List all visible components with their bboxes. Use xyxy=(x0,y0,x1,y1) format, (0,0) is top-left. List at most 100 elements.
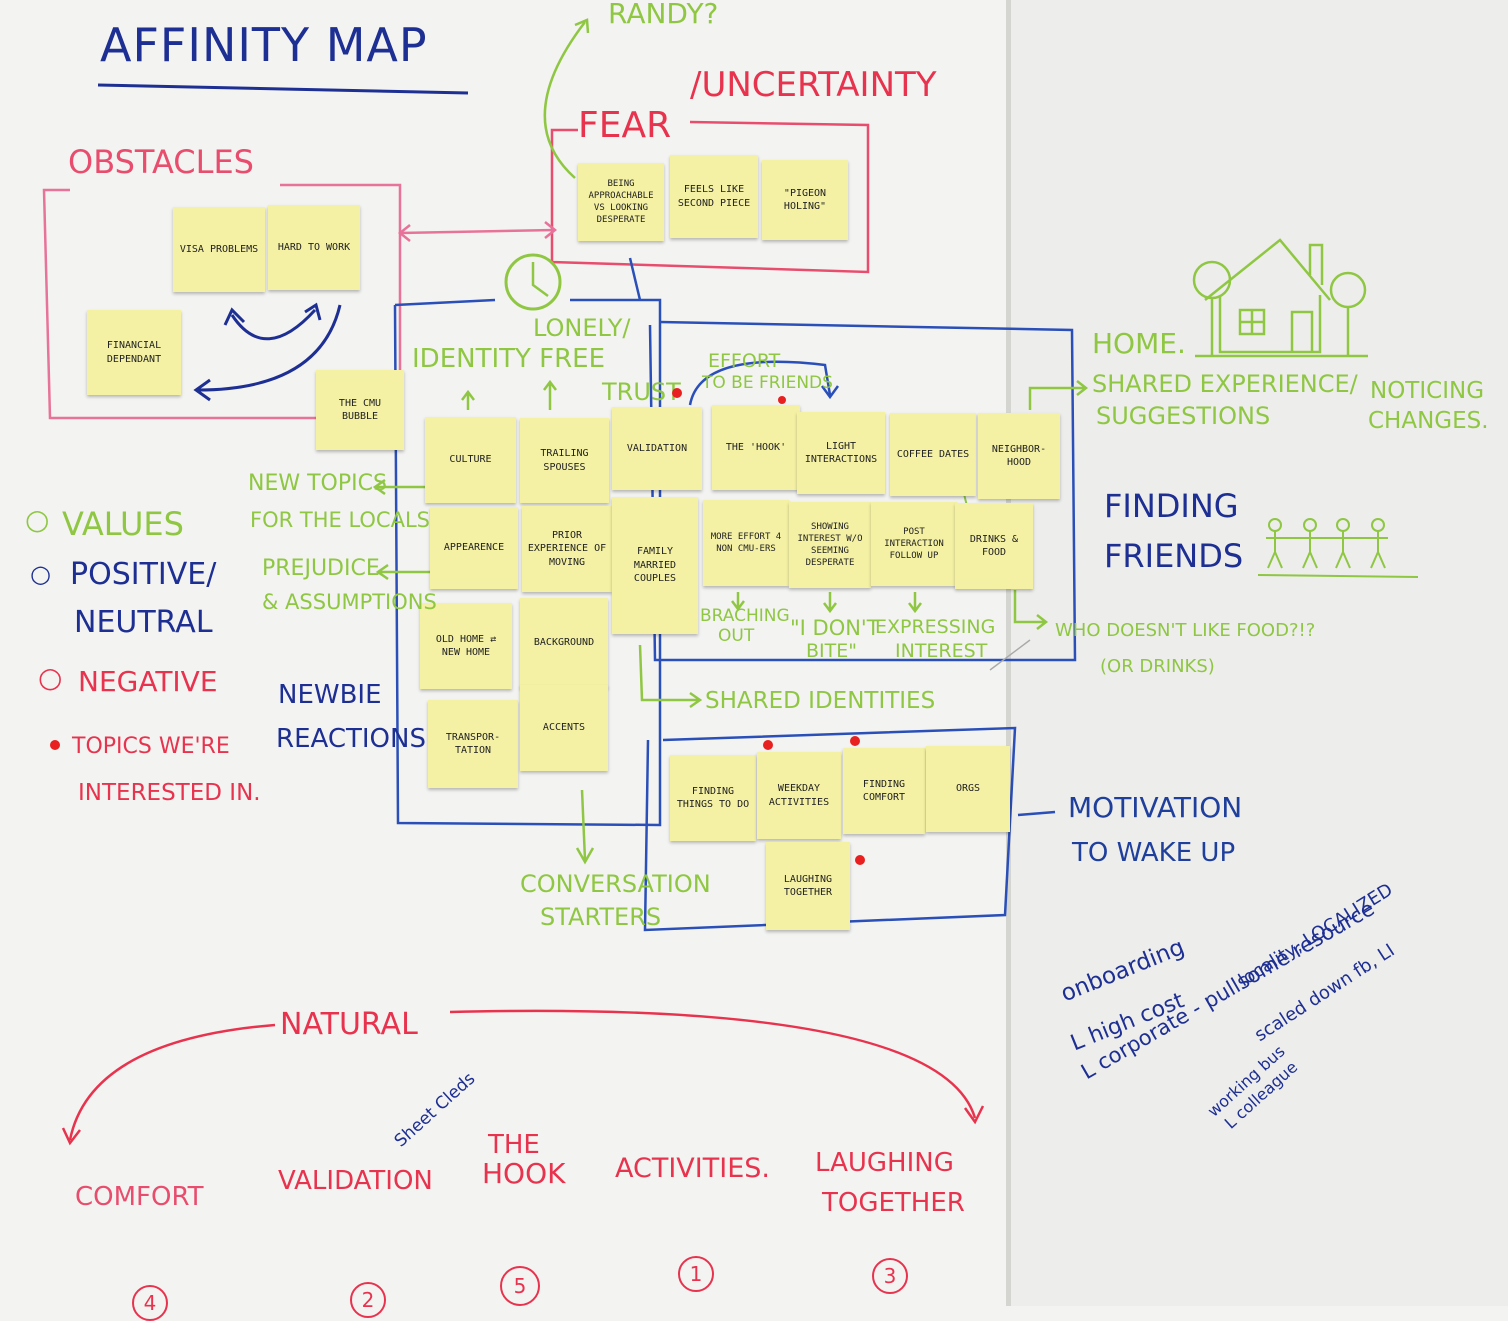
vote-circle: 1 xyxy=(678,1256,714,1292)
cycle-arrows xyxy=(230,308,317,341)
randy-label: RANDY? xyxy=(608,0,719,30)
motivation-label: MOTIVATION xyxy=(1068,791,1243,824)
dont-bite-label: "I DON'T xyxy=(790,616,880,640)
finding-friends-label: FRIENDS xyxy=(1104,537,1244,575)
sticky-note: FAMILY MARRIED COUPLES xyxy=(612,497,698,634)
conversation-label: STARTERS xyxy=(540,903,662,931)
sticky-note: APPEARENCE xyxy=(430,507,518,589)
house-icon xyxy=(1192,238,1368,358)
sticky-note: TRANSPOR-TATION xyxy=(428,700,518,788)
finding-friends-label: FINDING xyxy=(1104,487,1239,525)
friends-icon xyxy=(1257,518,1419,578)
new-topics-label: FOR THE LOCALS xyxy=(250,508,430,532)
branching-label: OUT xyxy=(718,626,755,646)
new-topics-label: NEW TOPICS xyxy=(248,471,387,496)
sticky-note: FEELS LIKE SECOND PIECE xyxy=(670,155,758,238)
sticky-note: SHOWING INTEREST W/O SEEMING DESPERATE xyxy=(789,502,871,588)
legend-topics: INTERESTED IN. xyxy=(78,780,261,806)
sticky-note: THE 'HOOK' xyxy=(712,405,800,490)
sticky-note: VALIDATION xyxy=(612,407,702,490)
title-underline xyxy=(97,83,469,95)
home-label: HOME. xyxy=(1092,327,1186,360)
prejudice-label: & ASSUMPTIONS xyxy=(262,590,437,614)
sticky-note: DRINKS & FOOD xyxy=(955,503,1033,589)
sticky-note: FINANCIAL DEPENDANT xyxy=(87,310,181,395)
sticky-note: FINDING THINGS TO DO xyxy=(670,755,756,841)
legend-positive-circle: ○ xyxy=(30,560,51,588)
newbie-label: REACTIONS xyxy=(276,724,426,754)
fear-box xyxy=(550,120,870,274)
fear-label: FEAR xyxy=(578,105,672,146)
uncertainty-label: /UNCERTAINTY xyxy=(690,65,937,105)
motivation-label: TO WAKE UP xyxy=(1072,838,1236,868)
dont-bite-label: BITE" xyxy=(806,640,857,662)
sticky-note: TRAILING SPOUSES xyxy=(520,418,609,503)
obstacles-box xyxy=(42,183,402,420)
step-laughing: TOGETHER xyxy=(822,1188,965,1218)
sticky-note: PRIOR EXPERIENCE OF MOVING xyxy=(522,506,612,592)
natural-arrow-left xyxy=(68,1023,276,1141)
sticky-note: ORGS xyxy=(926,746,1010,832)
sticky-note: BEING APPROACHABLE VS LOOKING DESPERATE xyxy=(578,163,664,241)
sticky-note: LAUGHING TOGETHER xyxy=(766,842,850,930)
obstacles-label: OBSTACLES xyxy=(68,143,254,181)
noticing-label: CHANGES. xyxy=(1368,408,1489,434)
step-comfort: COMFORT xyxy=(75,1182,204,1212)
sticky-note: ACCENTS xyxy=(520,685,608,771)
sticky-note: THE CMU BUBBLE xyxy=(316,370,404,450)
to-be-friends-label: TO BE FRIENDS xyxy=(702,373,833,393)
sticky-note: POST INTERACTION FOLLOW UP xyxy=(871,502,957,586)
branching-label: BRACHING xyxy=(700,606,790,626)
suggestions-label: SUGGESTIONS xyxy=(1096,402,1271,430)
identity-free-label: IDENTITY FREE xyxy=(412,344,606,374)
vote-circle: 4 xyxy=(132,1285,168,1321)
step-validation: VALIDATION xyxy=(278,1166,433,1196)
expressing-label: EXPRESSING xyxy=(875,616,996,638)
legend-values-circle: ○ xyxy=(25,503,50,536)
legend-topics: TOPICS WE'RE xyxy=(72,734,230,759)
shared-experience-label: SHARED EXPERIENCE/ xyxy=(1092,370,1358,398)
whiteboard-seam xyxy=(1006,0,1011,1306)
whiteboard-right-panel xyxy=(1010,0,1508,1306)
sticky-note: MORE EFFORT 4 NON CMU-ERS xyxy=(703,500,789,586)
step-the-hook: HOOK xyxy=(482,1157,566,1190)
topic-dot xyxy=(778,396,786,404)
sticky-note: NEIGHBOR-HOOD xyxy=(978,413,1060,499)
topic-dot xyxy=(672,388,682,398)
natural-arrow-right xyxy=(449,1009,977,1119)
vote-circle: 5 xyxy=(500,1266,540,1306)
noticing-label: NOTICING xyxy=(1370,378,1485,404)
trust-label: TRUST xyxy=(602,378,681,406)
vote-circle: 2 xyxy=(350,1282,386,1318)
legend-negative: NEGATIVE xyxy=(78,665,218,698)
legend-negative-circle: ○ xyxy=(38,661,63,694)
who-label: (OR DRINKS) xyxy=(1100,656,1215,677)
sticky-note: OLD HOME ⇄ NEW HOME xyxy=(420,603,512,689)
sticky-note: WEEKDAY ACTIVITIES xyxy=(757,752,841,839)
sticky-note: CULTURE xyxy=(425,417,516,503)
newbie-label: NEWBIE xyxy=(278,680,382,710)
topic-dot xyxy=(850,736,860,746)
who-label: WHO DOESN'T LIKE FOOD?!? xyxy=(1055,620,1316,641)
conversation-label: CONVERSATION xyxy=(520,870,711,898)
topic-dot xyxy=(763,740,773,750)
lonely-label: LONELY/ xyxy=(533,314,631,342)
step-activities: ACTIVITIES. xyxy=(615,1153,770,1184)
legend-topic-dot xyxy=(50,740,60,750)
prejudice-label: PREJUDICE xyxy=(262,556,380,581)
shared-identities-label: SHARED IDENTITIES xyxy=(705,688,936,714)
obstacles-fear-arrow xyxy=(399,228,556,235)
legend-positive: NEUTRAL xyxy=(74,605,213,640)
legend-positive: POSITIVE/ xyxy=(70,557,217,592)
randy-arrow xyxy=(543,21,586,179)
sticky-note: FINDING COMFORT xyxy=(843,748,925,834)
legend-values: VALUES xyxy=(62,505,184,543)
sticky-note: "PIGEON HOLING" xyxy=(762,160,848,240)
vote-circle: 3 xyxy=(872,1258,908,1294)
step-the-hook: THE xyxy=(488,1130,540,1160)
identity-frame xyxy=(393,298,662,827)
effort-label: EFFORT xyxy=(708,350,781,372)
sticky-note: BACKGROUND xyxy=(520,598,608,688)
